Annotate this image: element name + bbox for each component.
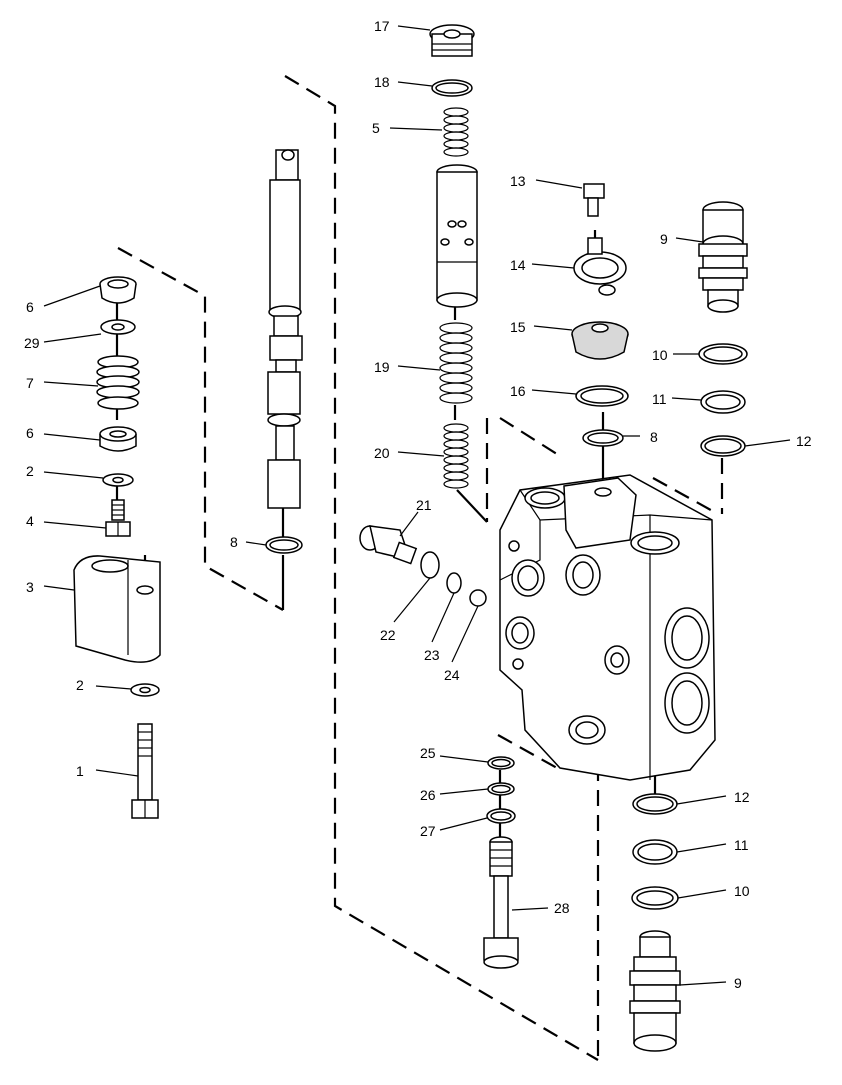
spool	[265, 149, 303, 554]
assembly-dashed-lines	[117, 75, 724, 1061]
callout-label-c26: 26	[420, 787, 436, 803]
callout-label-c9a: 9	[660, 231, 668, 247]
valve-body	[499, 474, 716, 781]
callout-label-c21: 21	[416, 497, 432, 513]
callout-label-c8b: 8	[650, 429, 658, 445]
callout-label-c3: 3	[26, 579, 34, 595]
callout-label-c22: 22	[380, 627, 396, 643]
callout-label-c2a: 2	[26, 463, 34, 479]
callout-label-c15: 15	[510, 319, 526, 335]
callout-label-c28: 28	[554, 900, 570, 916]
callout-label-c12b: 12	[734, 789, 750, 805]
callout-label-c18: 18	[374, 74, 390, 90]
leader-lines	[43, 25, 791, 986]
callout-label-c20: 20	[374, 445, 390, 461]
callout-label-c1: 1	[76, 763, 84, 779]
callout-label-c11b: 11	[734, 837, 749, 853]
check-parts	[359, 525, 487, 607]
callout-label-c2b: 2	[76, 677, 84, 693]
cartridge-top	[698, 201, 748, 457]
callout-label-c17: 17	[374, 18, 390, 34]
callout-label-c14: 14	[510, 257, 526, 273]
callout-label-c24: 24	[444, 667, 460, 683]
callout-label-c6b: 6	[26, 425, 34, 441]
callout-label-c9b: 9	[734, 975, 742, 991]
callout-label-c11a: 11	[652, 391, 667, 407]
relief-parts	[571, 183, 629, 447]
callout-label-c10a: 10	[652, 347, 668, 363]
callout-label-c25: 25	[420, 745, 436, 761]
callout-label-c12a: 12	[796, 433, 812, 449]
callout-label-c13: 13	[510, 173, 526, 189]
callout-label-c27: 27	[420, 823, 436, 839]
callout-label-c29: 29	[24, 335, 40, 351]
callout-label-c16: 16	[510, 383, 526, 399]
callout-label-c5: 5	[372, 120, 380, 136]
center-parts	[429, 24, 478, 489]
left-parts	[73, 276, 161, 819]
lower-center-parts	[483, 756, 519, 969]
callout-label-c6a: 6	[26, 299, 34, 315]
callout-label-c19: 19	[374, 359, 390, 375]
callout-label-c23: 23	[424, 647, 440, 663]
callout-label-c7: 7	[26, 375, 34, 391]
callout-label-c8a: 8	[230, 534, 238, 550]
cartridge-bottom	[629, 793, 681, 1052]
callout-label-c4: 4	[26, 513, 34, 529]
callout-label-c10b: 10	[734, 883, 750, 899]
